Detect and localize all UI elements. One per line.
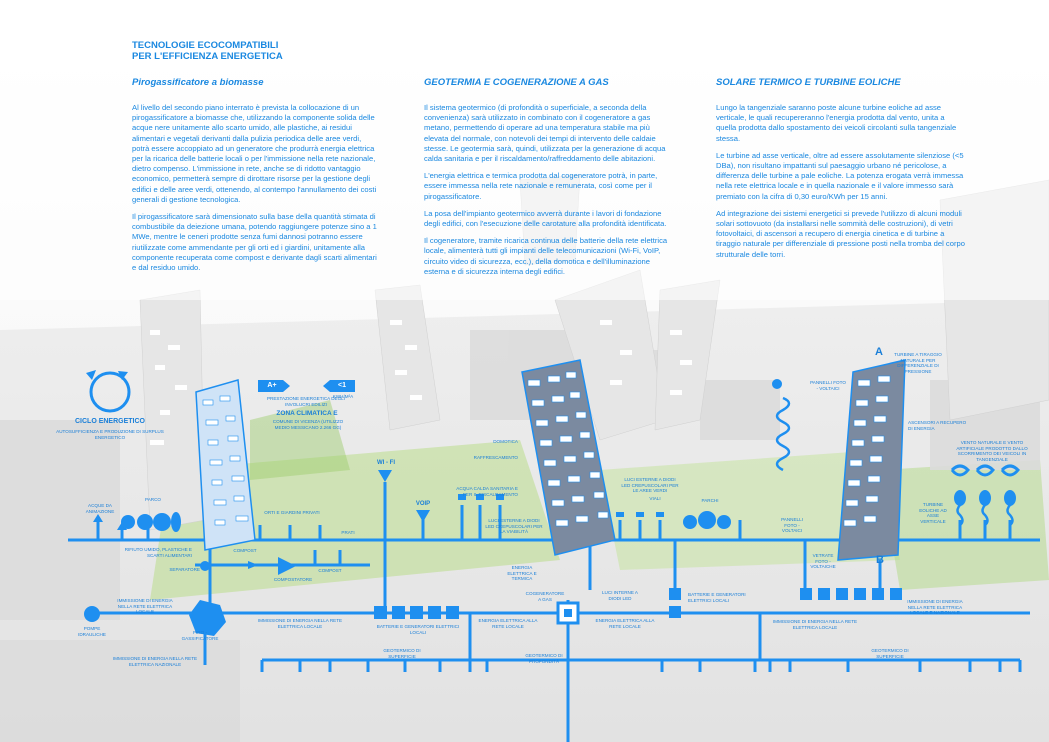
column3-paragraph: Ad integrazione dei sistemi energetici s… — [716, 208, 965, 259]
column2-paragraph: L'energia elettrica e termica prodotta d… — [424, 171, 658, 201]
immissione-label-4: IMMISSIONE DI ENERGIA NELLA RETE ELETTRI… — [772, 619, 858, 630]
batterie-label-2: BATTERIE E GENERATORI ELETTRICI LOCALI — [688, 592, 746, 603]
title-line2: PER L'EFFICIENZA ENERGETICA — [132, 51, 283, 62]
parchi-label: PARCHI — [701, 498, 719, 503]
rifiuto-label: RIFIUTO UMIDO, PLASTICHE E SCARTI ALIMEN… — [124, 547, 192, 558]
piro-label: PIRO - GASSIFICATORE — [181, 630, 219, 641]
marker-a: A — [875, 346, 883, 358]
ciclo-subtitle: AUTOSUFFICIENZA E PRODUZIONE DI SURPLUS … — [56, 429, 164, 440]
viali-label: VIALI — [649, 496, 661, 501]
rating-less-than-one: <1 — [338, 382, 346, 389]
acque-animazione-label: ACQUE DA ANIMAZIONE — [85, 503, 115, 514]
parco-label: PARCO — [145, 497, 161, 502]
battery-icon — [374, 606, 387, 619]
compost-label-1: COMPOST — [233, 548, 257, 553]
column1-subtitle: Pirogassificatore a biomasse — [132, 77, 264, 88]
wifi-label: Wi - Fi — [377, 460, 395, 466]
pannelli-label-1: PANNELLI FOTO - VOLTAICI — [810, 380, 846, 391]
turbine-tiraggio-label: TURBINE A TIRAGGIO NATURALE PER DIFFEREN… — [894, 352, 942, 374]
sun-icon — [772, 379, 782, 389]
energia-locale-label-1: ENERGIA ELETTRICA ALLA RETE LOCALE — [478, 618, 538, 629]
separatore-label: SEPARATORE — [169, 567, 200, 572]
column2-paragraph: La posa dell'impianto geotermico avverrà… — [424, 208, 667, 229]
column3-paragraph: Lungo la tangenziale saranno poste alcun… — [716, 103, 957, 143]
energia-termica-label: ENERGIA ELETTRICA E TERMICA — [507, 565, 537, 582]
column3-subtitle: SOLARE TERMICO E TURBINE EOLICHE — [716, 77, 901, 88]
title-line1: TECNOLOGIE ECOCOMPATIBILI — [132, 40, 279, 51]
raffrescamento-label: RAFFRESCAMENTO — [473, 455, 518, 460]
geotermico-superficie-label-2: GEOTERMICO DI SUPERFICIE — [871, 648, 909, 659]
column1-paragraph: Il pirogassificatore sarà dimensionato s… — [132, 212, 377, 273]
pannelli-label-2: PANNELLI FOTO - VOLTAICI — [781, 517, 803, 534]
wifi-icon — [378, 470, 392, 482]
park-tree-icon — [121, 515, 135, 529]
energy-rating-badges — [258, 380, 355, 392]
pyrogasifier-icon — [189, 600, 226, 636]
compostatore-label: COMPOSTATORE — [273, 577, 313, 582]
prati-label: PRATI — [341, 530, 355, 535]
immissione-label-3: IMMISSIONE DI ENERGIA NELLA RETE ELETTRI… — [907, 599, 963, 616]
solar-thermal-line — [775, 396, 791, 472]
immissione-nazionale-label: IMMISSIONE DI ENERGIA NELLA RETE ELETTRI… — [112, 656, 198, 667]
batterie-label-1: BATTERIE E GENERATORI ELETTRICI LOCALI — [376, 624, 460, 635]
immissione-locale-label-2: IMMISSIONE DI ENERGIA NELLA RETE ELETTRI… — [257, 618, 343, 629]
wind-turbine-icon — [950, 464, 971, 477]
luci-interne-label: LUCI INTERNE A DIODI LED — [602, 590, 638, 601]
composter-icon — [278, 557, 296, 575]
prestazione-label: PRESTAZIONE ENERGETICA DEGLI INVOLUCRI E… — [266, 396, 346, 407]
rating-unit: KWh/m²a — [332, 394, 354, 399]
marker-b: B — [876, 554, 884, 566]
zona-climatica-label: ZONA CLIMATICA E — [276, 410, 338, 417]
comune-label: COMUNE DI VICENZA (UTILIZZO MEDIO MESSIC… — [272, 419, 344, 430]
tower-center — [521, 359, 616, 556]
immissione-locale-label-1: IMMISSIONE DI ENERGIA NELLA RETE ELETTRI… — [117, 598, 173, 615]
column2-text: Il sistema geotermico (di profondità o s… — [424, 103, 674, 284]
street-light-icon — [458, 494, 466, 500]
vento-label: VENTO NATURALE E VENTO ARTIFICIALE PRODO… — [956, 440, 1028, 462]
vetrate-label: VETRATE FOTO - VOLTAICHE — [810, 553, 836, 570]
turbine-eoliche-label: TURBINE EOLICHE AD ASSE VERTICALE — [919, 502, 947, 524]
voip-label: VoIP — [415, 501, 431, 507]
column3-text: Lungo la tangenziale saranno poste alcun… — [716, 103, 966, 267]
column1-text: Al livello del secondo piano interrato è… — [132, 103, 377, 280]
voip-icon — [416, 510, 430, 522]
cogeneratore-label: COGENERATORE A GAS — [525, 591, 565, 602]
separator-icon — [200, 561, 210, 571]
tower-right — [837, 359, 906, 561]
compost-label-2: COMPOST — [318, 568, 342, 573]
energy-cycle-icon — [89, 371, 131, 413]
rating-a-plus: A+ — [267, 382, 277, 389]
luci-esterne-aree-verdi-label: LUCI ESTERNE A DIODI LED CREPUSCOLARI PE… — [621, 477, 679, 494]
column2-paragraph: Il sistema geotermico (di profondità o s… — [424, 103, 666, 164]
geotermico-profondita-label: GEOTERMICO DI PROFONDITÀ — [525, 653, 563, 664]
pompe-label: POMPE IDRAULICHE — [78, 626, 106, 637]
ascensori-label: ASCENSORI A RECUPERO DI ENERGIA — [908, 420, 967, 431]
tower-left — [195, 379, 256, 551]
pump-icon — [84, 606, 100, 622]
domotica-label: DOMOTICA — [493, 439, 518, 444]
ciclo-title: CICLO ENERGETICO — [74, 418, 145, 425]
geotermico-superficie-label-1: GEOTERMICO DI SUPERFICIE — [383, 648, 421, 659]
column3-paragraph: Le turbine ad asse verticale, oltre ad e… — [716, 150, 964, 201]
column2-subtitle: GEOTERMIA E COGENERAZIONE A GAS — [424, 77, 609, 88]
column1-paragraph: Al livello del secondo piano interrato è… — [132, 103, 377, 204]
energia-locale-label-2: ENERGIA ELETTRICA ALLA RETE LOCALE — [595, 618, 655, 629]
acqua-calda-label: ACQUA CALDA SANITARIA E PER IL RISCALDAM… — [456, 486, 518, 497]
orti-label: ORTI E GIARDINI PRIVATI — [264, 510, 320, 515]
page-title: TECNOLOGIE ECOCOMPATIBILI PER L'EFFICIEN… — [132, 40, 283, 62]
column2-paragraph: Il cogeneratore, tramite ricarica contin… — [424, 236, 668, 276]
luci-esterne-viabilita-label: LUCI ESTERNE A DIODI LED CREPUSCOLARI PE… — [485, 518, 543, 535]
